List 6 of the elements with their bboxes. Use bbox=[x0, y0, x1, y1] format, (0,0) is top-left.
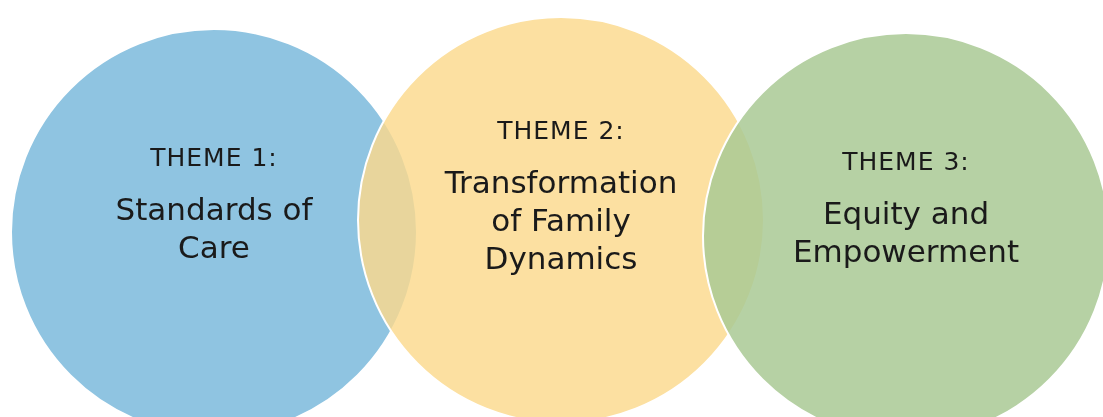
theme-number: THEME 3: bbox=[841, 147, 971, 176]
theme-number: THEME 2: bbox=[496, 116, 626, 145]
theme-title: Transformation of Family Dynamics bbox=[443, 164, 679, 278]
theme-title: Equity and Empowerment bbox=[791, 195, 1021, 271]
theme-title: Standards of Care bbox=[114, 191, 314, 267]
theme-number: THEME 1: bbox=[149, 143, 279, 172]
